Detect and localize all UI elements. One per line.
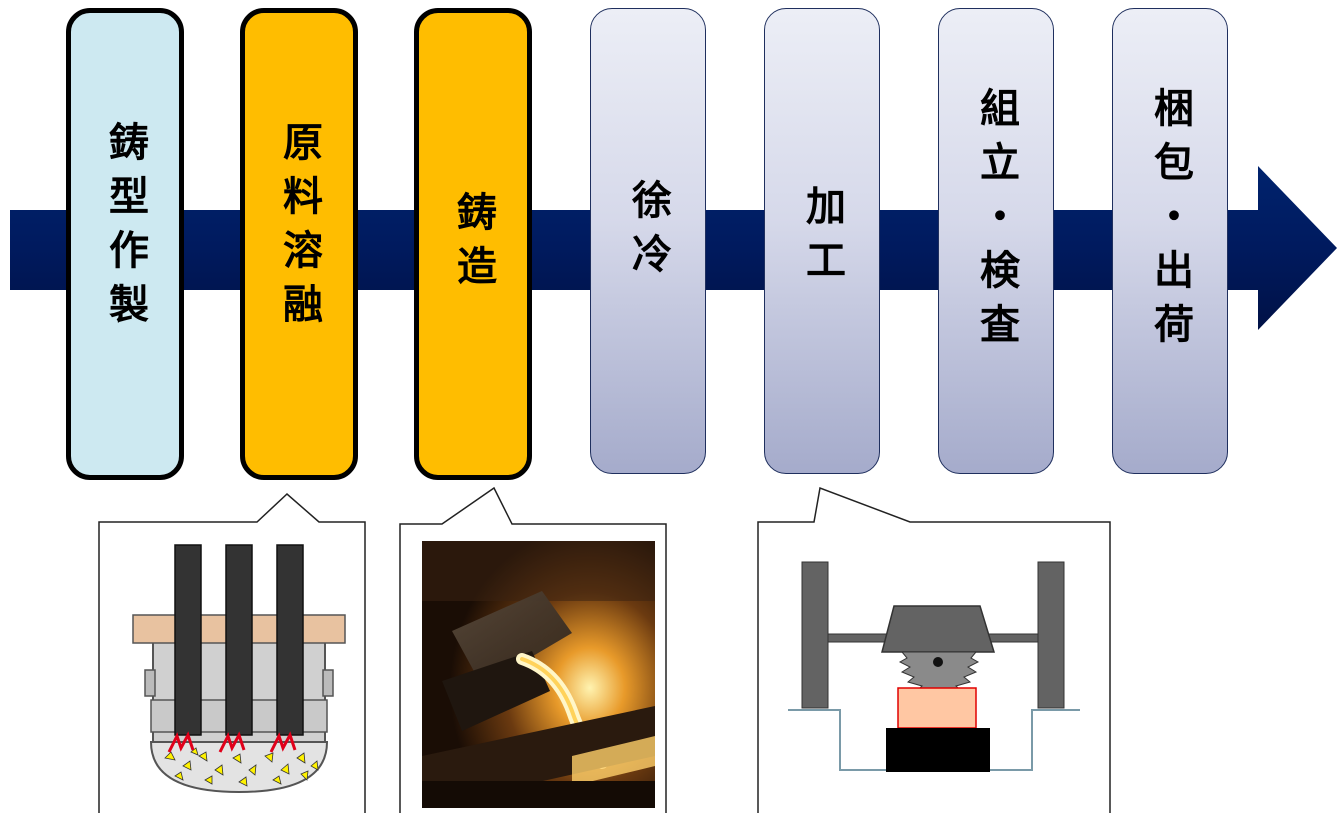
step-label: 鋳型作製 (102, 121, 148, 337)
step-mold-making: 鋳型作製 (66, 8, 184, 480)
furnace-callout (98, 492, 366, 813)
step-casting: 鋳造 (414, 8, 532, 480)
machining-diagram-icon (788, 561, 1080, 772)
machining-callout (757, 486, 1111, 813)
step-label: 組立・検査 (973, 87, 1019, 357)
step-label: 原料溶融 (276, 121, 322, 337)
step-assembly-inspection: 組立・検査 (938, 8, 1054, 474)
pouring-molten-metal-photo (422, 541, 655, 808)
step-label: 徐冷 (625, 179, 671, 287)
electric-arc-furnace-icon (132, 544, 346, 794)
step-slow-cooling: 徐冷 (590, 8, 706, 474)
step-label: 梱包・出荷 (1147, 87, 1193, 357)
step-machining: 加工 (764, 8, 880, 474)
step-label: 加工 (799, 185, 845, 293)
step-raw-material-melting: 原料溶融 (240, 8, 358, 480)
step-label: 鋳造 (450, 191, 496, 299)
step-packing-shipping: 梱包・出荷 (1112, 8, 1228, 474)
